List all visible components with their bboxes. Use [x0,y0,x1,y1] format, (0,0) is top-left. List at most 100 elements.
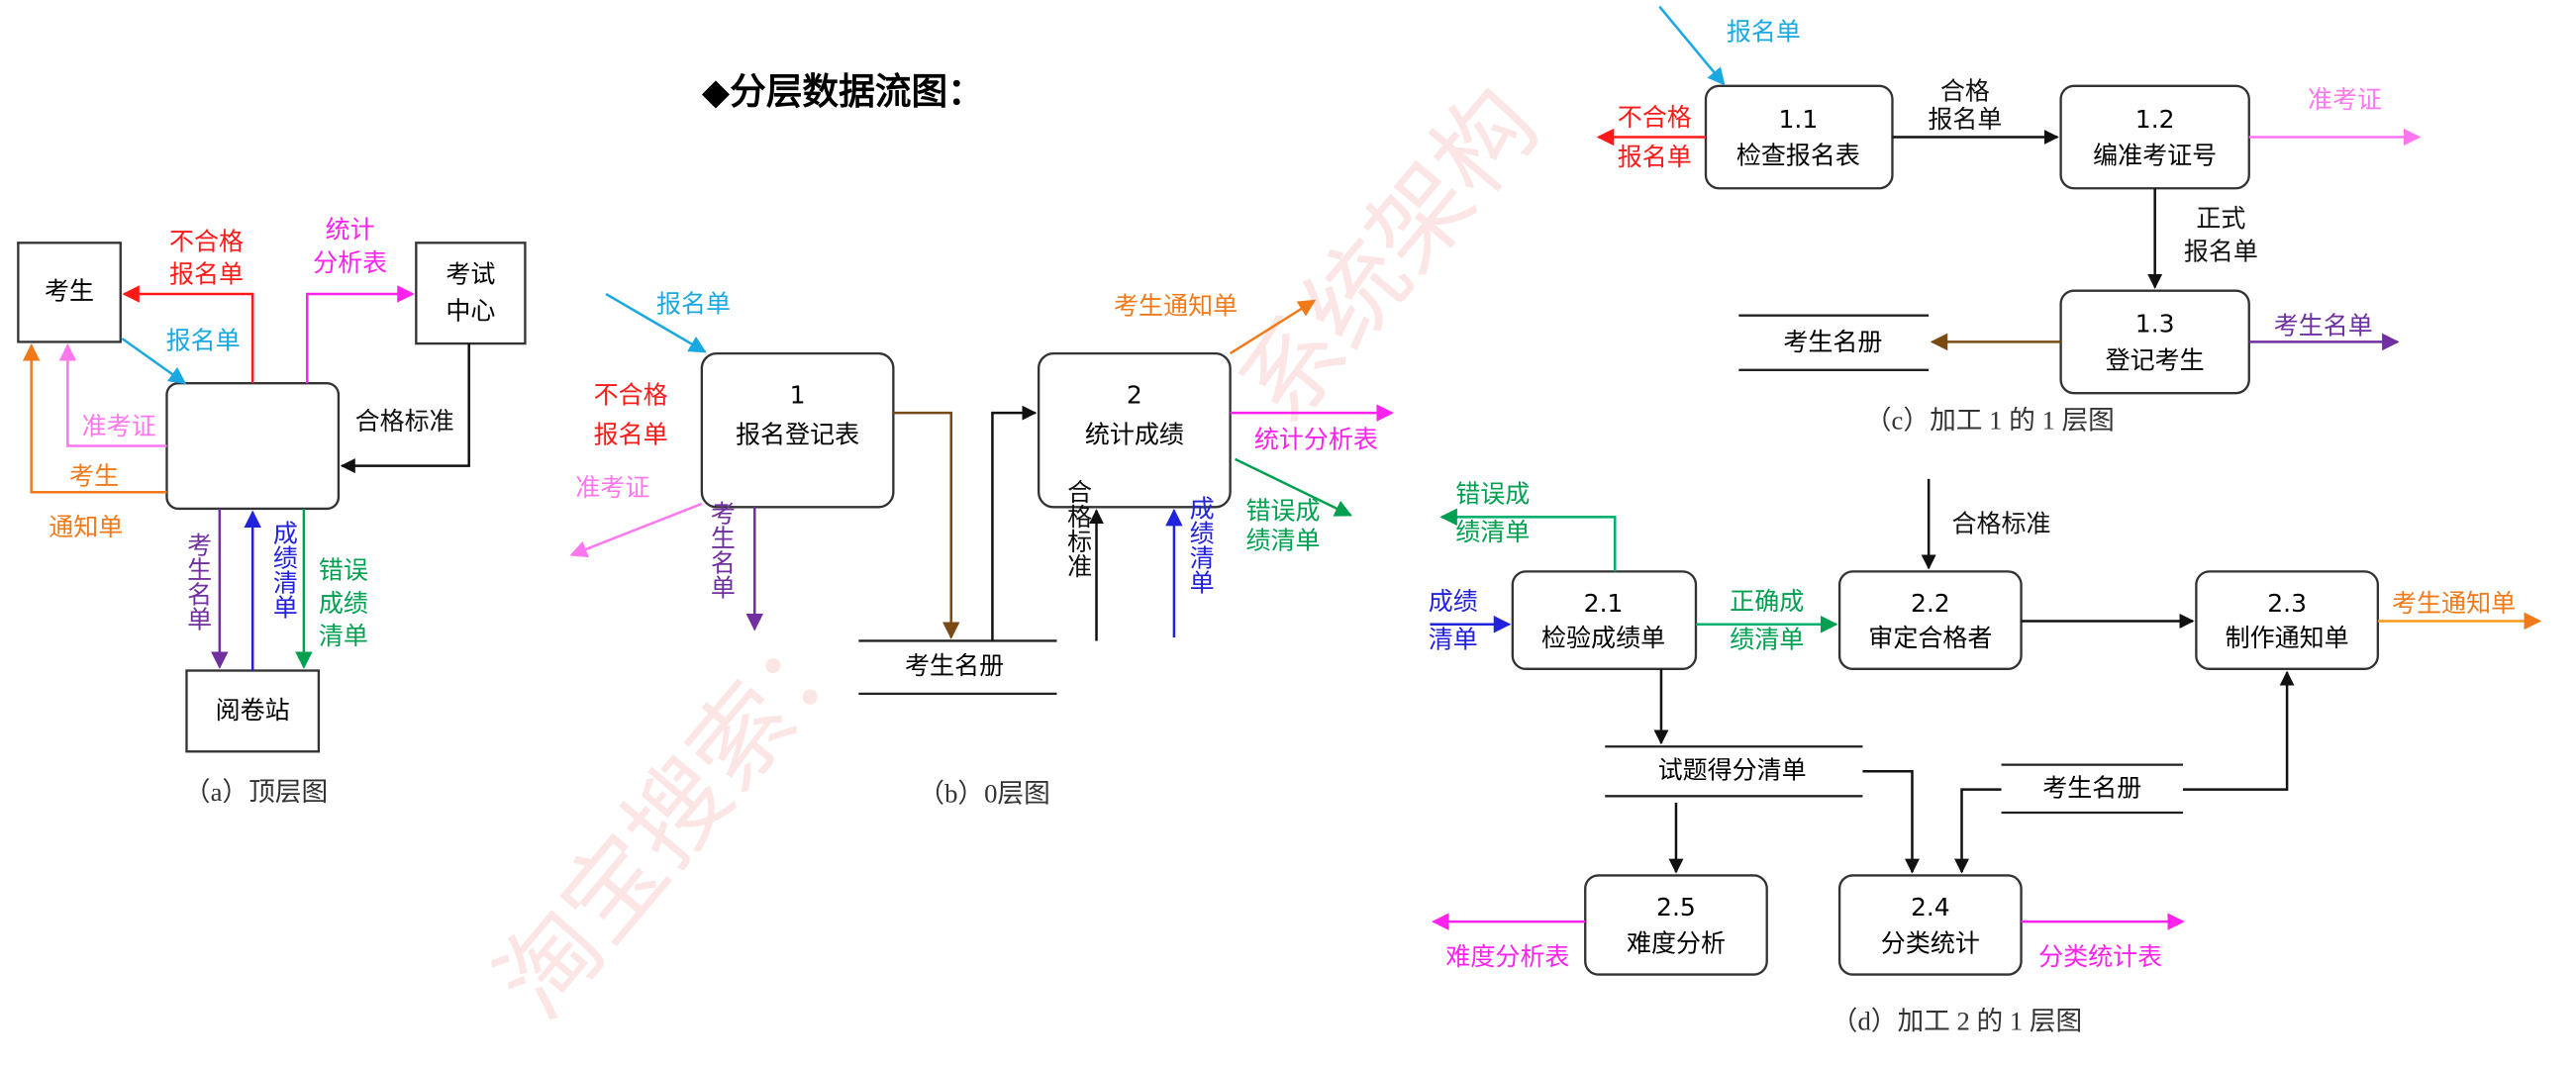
flow-label: 不合格 [594,380,668,409]
flow-label: 合格 [1940,76,1990,105]
flow-error-score [1235,457,1352,517]
process-number: 1.2 [2135,105,2175,134]
flow-label: 错误成 [1245,496,1320,525]
flow-label: 清单 [319,622,368,650]
flow-label: 报名单 [1727,17,1801,46]
flow-notice [1229,299,1317,355]
process-name: 难度分析 [1627,929,1726,958]
flow-admission-ticket [58,343,167,447]
process-name: 检查报名表 [1736,142,1860,170]
flow-label: 错误 [319,555,368,584]
caption-a: （a）顶层图 [184,777,328,807]
flow-to-store [893,411,960,639]
flow-label: 考生名单 [2274,311,2373,340]
flow-label: 不合格 [1618,103,1692,132]
flow-label: 准考证 [575,473,649,502]
flow-label: 成绩清单 [269,521,298,620]
process-2-5 [1584,874,1768,976]
flow-label: 准考证 [82,412,156,440]
flow-label: 准考证 [2308,85,2382,114]
watermark-text: 淘宝搜索： [474,585,881,1039]
flow-label: 考生名单 [707,501,736,600]
process-2-1 [1511,570,1698,671]
process-number: 1 [790,380,806,409]
flow-label: 统计分析表 [1254,426,1378,454]
flow-label: 报名单 [169,260,244,289]
flow-notice [22,343,167,494]
caption-d: （d）加工 2 的 1 层图 [1832,1007,2082,1036]
diagram-b-level-0: 1 报名登记表 2 统计成绩 报名单 不合格 报名单 准考证 考生名单 考生名册… [569,290,1394,808]
entity-exam-center-label: 中心 [446,296,495,325]
flow-register-form [605,292,707,353]
entity-student [17,242,122,343]
process-name: 统计成绩 [1085,421,1184,449]
process-number: 2.5 [1656,893,1696,922]
process-name: 报名登记表 [736,421,859,449]
caption-c: （c）加工 1 的 1 层图 [1865,405,2115,435]
flow-pass-standard [340,343,470,474]
process-2-4 [1837,874,2023,976]
data-store-item-scores: 试题得分清单 [1658,755,1807,784]
flow-label: 考生通知单 [1114,291,1238,320]
flow-stats-report [305,285,415,384]
flow-label: 统计 [326,216,375,244]
process-1-1 [1704,84,1894,190]
flow-label: 成绩 [319,589,368,618]
flow-store-to-p2 [991,405,1038,641]
process-2-2 [1837,570,2023,671]
flow-label: 错误成 [1455,480,1530,509]
flow-label: 合格标准 [1064,479,1093,578]
process-2-3 [2195,570,2380,671]
flow-label: 考生名单 [184,532,213,630]
process-number: 2 [1127,380,1142,409]
process-1-3 [2059,289,2250,395]
process-name: 编准考证号 [2093,142,2217,170]
entity-exam-center [415,242,527,345]
flow-label: 合格标准 [1952,510,2051,538]
flow-error-score [1439,508,1617,572]
process-number: 1.3 [2135,310,2175,339]
flow-register-form [1658,5,1726,86]
diagram-a-top-level: 考生 考试 中心 阅卷站 不合格 报名单 统计 分析表 报名单 合格标准 准考证… [17,216,527,807]
flow-label: 报名单 [2184,237,2258,265]
process-name: 分类统计 [1881,929,1980,958]
process-number: 2.4 [1911,893,1950,922]
process-name: 制作通知单 [2226,624,2349,652]
caption-b: （b）0层图 [918,778,1049,808]
process-name: 审定合格者 [1868,624,1992,652]
flow-label: 报名单 [1618,143,1692,171]
process-number: 2.3 [2267,589,2307,618]
flow-label: 不合格 [169,227,244,255]
entity-grading-station-label: 阅卷站 [216,696,290,725]
data-store-students: 考生名册 [1783,328,1882,356]
page-title: ◆分层数据流图： [702,70,984,113]
flow-label: 合格标准 [355,407,454,436]
flow-label: 成绩 [1429,587,1478,616]
process-name: 检验成绩单 [1541,624,1665,652]
flow-label: 绩清单 [1245,526,1320,554]
entity-grading-station [185,669,321,753]
flow-label: 报名单 [1928,105,2002,134]
watermark-text: 系统架构 [1218,66,1561,444]
flow-students-to-2-4 [1954,788,2002,874]
flow-label: 正确成 [1730,587,1804,616]
process-name: 登记考生 [2106,345,2205,374]
process-number: 1.1 [1779,105,1819,134]
flow-label: 正式 [2196,204,2245,233]
flow-label: 通知单 [49,513,123,541]
data-store-students: 考生名册 [905,651,1004,680]
data-store-students: 考生名册 [2042,774,2141,803]
process-1-2 [2059,84,2250,190]
flow-label: 考生 [69,461,119,490]
flow-label: 分析表 [313,248,387,277]
flow-label: 报名单 [656,290,731,319]
flow-label: 清单 [1429,625,1478,653]
flow-reject-form [122,285,254,384]
process-system [165,381,341,511]
process-1 [700,351,895,509]
diagram-c-process-1: 1.1 检查报名表 1.2 编准考证号 1.3 登记考生 报名单 不合格 报名单… [1596,5,2422,435]
flow-label: 分类统计表 [2038,942,2162,971]
process-number: 2.1 [1584,589,1624,618]
flow-students-to-2-3 [2183,670,2295,791]
